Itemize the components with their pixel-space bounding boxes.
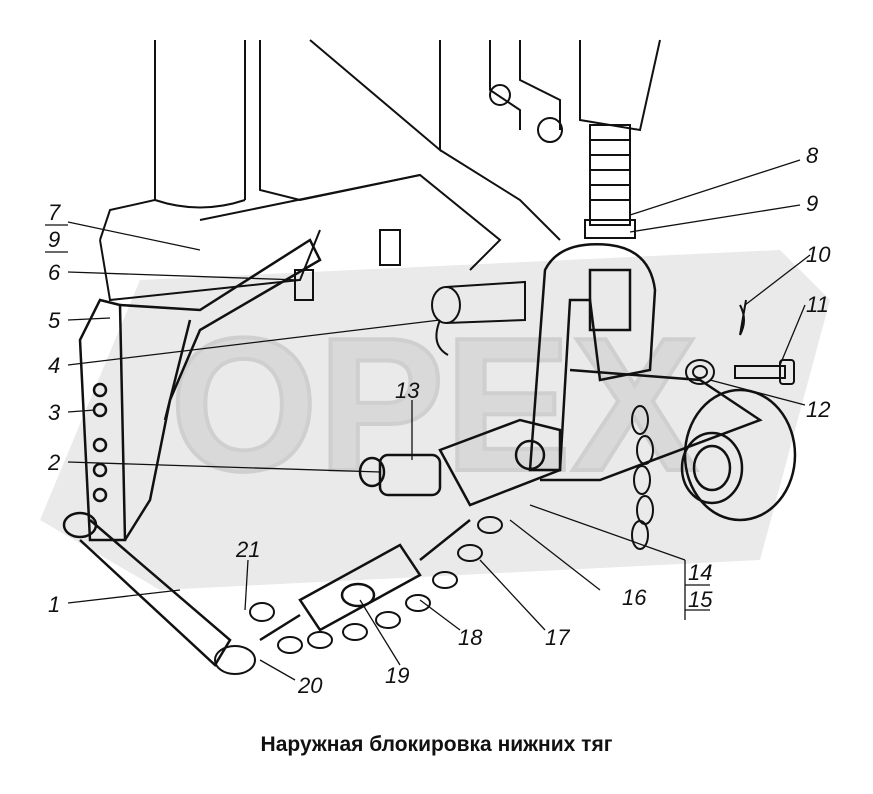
callout-19: 19	[385, 663, 409, 688]
tractor-housing	[99, 39, 561, 302]
washer	[685, 359, 715, 385]
bolt	[734, 359, 795, 385]
callout-15: 15	[688, 587, 713, 612]
hydraulic-lines	[489, 39, 661, 143]
callout-20: 20	[297, 673, 323, 698]
callout-17: 17	[545, 625, 570, 650]
side-chain	[631, 405, 654, 550]
callout-16: 16	[622, 585, 647, 610]
threaded-screw	[584, 124, 636, 239]
callout-8: 8	[806, 143, 819, 168]
callout-6: 6	[48, 260, 61, 285]
turnbuckle	[259, 519, 471, 642]
callout-7: 7	[48, 200, 61, 225]
lower-link-arm	[540, 368, 797, 522]
figure-caption: Наружная блокировка нижних тяг	[260, 733, 613, 756]
leader-lines	[45, 159, 811, 681]
cotter-pin	[739, 299, 747, 336]
callout-9-left: 9	[48, 227, 60, 252]
watermark-text: ОРЕХ	[170, 299, 698, 511]
callout-12: 12	[806, 397, 830, 422]
callout-2: 2	[47, 450, 60, 475]
exploded-diagram: ОРЕХ	[40, 39, 831, 698]
callout-1: 1	[48, 592, 60, 617]
hitch-pin	[431, 280, 526, 356]
clevis-bracket	[528, 243, 657, 472]
left-bracket	[78, 238, 322, 542]
callout-11: 11	[806, 292, 829, 317]
callout-18: 18	[458, 625, 483, 650]
watermark-logo: ОРЕХ	[40, 250, 830, 590]
lower-chain	[214, 516, 503, 675]
callout-13: 13	[395, 378, 420, 403]
callout-10: 10	[806, 242, 831, 267]
callout-3: 3	[48, 400, 61, 425]
callout-labels: 1 2 3 4 5 6 7 9 8 9 10 11 12 13 14 15 16…	[47, 143, 831, 698]
callout-9-right: 9	[806, 191, 818, 216]
callout-5: 5	[48, 308, 61, 333]
tie-bar	[62, 511, 232, 667]
callout-4: 4	[48, 353, 60, 378]
callout-14: 14	[688, 560, 712, 585]
callout-21: 21	[235, 537, 260, 562]
